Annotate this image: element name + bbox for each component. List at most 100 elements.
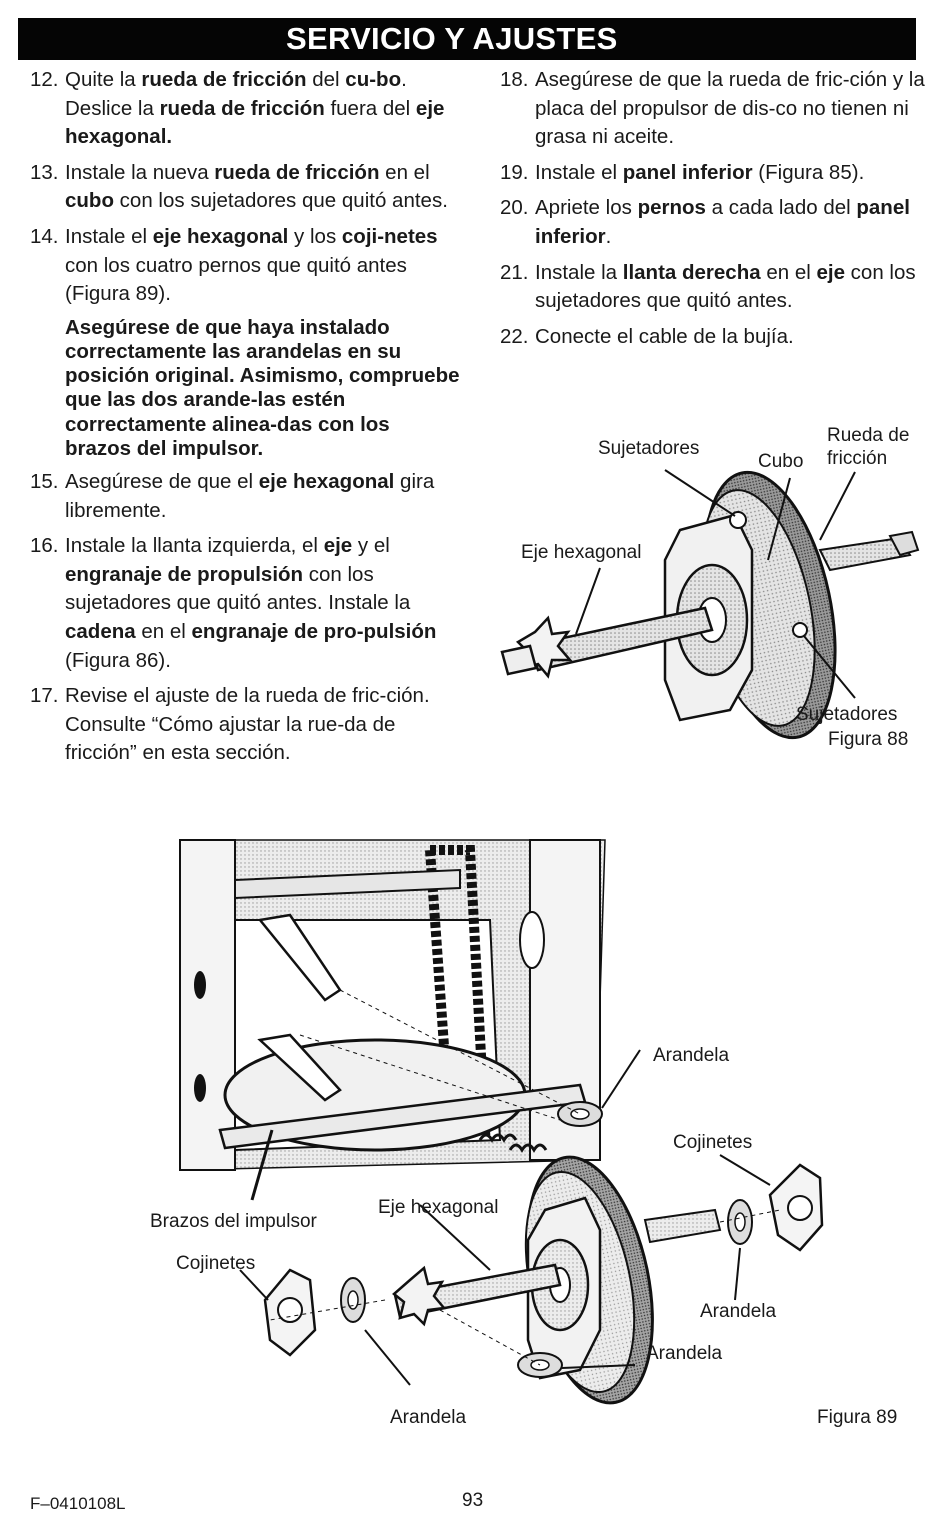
step-text-fragment: Asegúrese de que el — [65, 469, 259, 493]
label-arandela-right: Arandela — [700, 1301, 777, 1322]
label-eje-hexagonal: Eje hexagonal — [521, 542, 642, 563]
label-cojinetes-left: Cojinetes — [176, 1253, 256, 1274]
label-cubo: Cubo — [758, 451, 804, 472]
step-term: cu-bo — [345, 68, 402, 91]
step-item: 18. Asegúrese de que la rueda de fric-ció… — [500, 66, 930, 152]
step-text: Instale la llanta derecha en el eje con … — [535, 259, 930, 316]
step-text-fragment: con los sujetadores que quitó antes. — [113, 189, 448, 213]
step-term: rueda de fricción — [141, 68, 307, 91]
step-text-fragment: (Figura 85). — [752, 160, 865, 184]
step-text: Instale el eje hexagonal y los coji-nete… — [65, 223, 460, 309]
label-sujetadores-bottom: Sujetadores — [796, 704, 898, 725]
step-term: llanta derecha — [622, 260, 761, 284]
step-text-fragment: en el — [379, 160, 430, 184]
figure-88-caption: Figura 88 — [828, 729, 909, 750]
step-text-fragment: Apriete los — [535, 196, 638, 220]
step-number: 20. — [500, 196, 529, 220]
step-text: Apriete los pernos a cada lado del panel… — [535, 194, 930, 251]
step-text: Asegúrese de que el eje hexagonal gira l… — [65, 468, 460, 525]
warning-note: Asegúrese de que haya instalado correcta… — [65, 315, 460, 460]
step-text-fragment: en el — [760, 260, 817, 284]
step-text-fragment: con los sujetadores que quitó antes. Ins… — [65, 562, 411, 615]
step-text: Instale la nueva rueda de fricción en el… — [65, 159, 460, 216]
label-sujetadores-top: Sujetadores — [598, 438, 700, 459]
step-number: 14. — [30, 224, 59, 248]
step-term: coji-netes — [341, 224, 438, 248]
step-term: eje — [323, 534, 353, 558]
step-term: eje hexagonal. — [65, 96, 445, 149]
label-brazos-impulsor: Brazos del impulsor — [150, 1211, 317, 1232]
step-text-fragment: Instale la — [535, 260, 623, 284]
step-text-fragment: Conecte el cable de la bujía. — [535, 324, 794, 348]
left-steps-list: 12. Quite la rueda de fricción del cu-bo.… — [30, 66, 460, 309]
step-text-fragment: y el — [352, 534, 390, 558]
right-column: 18. Asegúrese de que la rueda de fric-ció… — [500, 66, 930, 358]
step-term: cadena — [65, 619, 136, 643]
step-number: 12. — [30, 68, 59, 91]
step-text-fragment: Asegúrese de que la rueda de fric-ción y… — [535, 68, 925, 149]
step-item: 22.Conecte el cable de la bujía. — [500, 323, 930, 352]
label-arandela-top: Arandela — [653, 1045, 730, 1066]
step-term: engranaje de pro-pulsión — [191, 619, 437, 643]
figure-88-illustration — [500, 469, 920, 740]
step-number: 21. — [500, 260, 529, 284]
label-rueda-2: fricción — [827, 448, 888, 469]
step-number: 18. — [500, 68, 529, 91]
label-arandela-mid: Arandela — [646, 1343, 723, 1364]
left-column: 12. Quite la rueda de fricción del cu-bo.… — [30, 66, 460, 775]
label-arandela-bottom: Arandela — [390, 1407, 467, 1428]
step-term: engranaje de propulsión — [65, 562, 304, 586]
step-text-fragment: Instale la nueva — [65, 160, 215, 184]
step-item: 15.Asegúrese de que el eje hexagonal gir… — [30, 468, 460, 525]
figure-89: Arandela Cojinetes Brazos del impulsor E… — [140, 830, 920, 1430]
figure-88: Sujetadores Cubo Rueda de fricción Eje h… — [490, 420, 930, 760]
step-text-fragment: a cada lado del — [705, 196, 857, 220]
label-rueda-1: Rueda de — [827, 425, 910, 446]
step-text-fragment: . Deslice la — [65, 68, 407, 120]
step-item: 19.Instale el panel inferior (Figura 85)… — [500, 159, 930, 188]
step-text-fragment: con los sujetadores que quitó antes. — [535, 260, 916, 313]
section-header: SERVICIO Y AJUSTES — [18, 18, 916, 60]
step-item: 20.Apriete los pernos a cada lado del pa… — [500, 194, 930, 251]
step-item: 17.Revise el ajuste de la rueda de fric-… — [30, 682, 460, 768]
step-item: 16.Instale la llanta izquierda, el eje y… — [30, 532, 460, 675]
step-term: eje hexagonal — [258, 469, 395, 493]
step-text-fragment: en el — [135, 619, 192, 643]
step-text-fragment: Instale el — [535, 160, 623, 184]
step-term: panel inferior — [622, 160, 753, 184]
step-term: rueda de fricción — [214, 160, 380, 184]
step-text-fragment: Instale el — [65, 224, 153, 248]
step-number: 15. — [30, 469, 59, 493]
right-steps-list: 18. Asegúrese de que la rueda de fric-ció… — [500, 66, 930, 351]
step-term: rueda de fricción — [159, 96, 325, 120]
step-text-fragment: del — [306, 68, 346, 91]
step-number: 16. — [30, 534, 59, 558]
step-text-fragment: Quite la — [65, 68, 142, 91]
step-text-fragment: con los cuatro pernos que quitó antes (F… — [65, 253, 407, 306]
step-term: panel inferior — [535, 196, 910, 248]
step-number: 19. — [500, 160, 529, 184]
step-text: Quite la rueda de fricción del cu-bo. De… — [65, 66, 460, 152]
label-cojinetes-right: Cojinetes — [673, 1132, 753, 1153]
step-text: Asegúrese de que la rueda de fric-ción y… — [535, 66, 930, 152]
step-number: 13. — [30, 160, 59, 184]
step-text-fragment: . — [605, 224, 612, 248]
step-text: Instale la llanta izquierda, el eje y el… — [65, 532, 460, 675]
step-term: eje — [816, 260, 845, 284]
step-item: 12. Quite la rueda de fricción del cu-bo.… — [30, 66, 460, 152]
document-code: F–0410108L — [30, 1494, 126, 1513]
step-item: 14.Instale el eje hexagonal y los coji-n… — [30, 223, 460, 309]
step-text-fragment: y los — [288, 224, 342, 248]
step-number: 17. — [30, 684, 59, 708]
step-term: pernos — [637, 196, 706, 220]
page-number: 93 — [462, 1490, 484, 1511]
left-steps-list-continued: 15.Asegúrese de que el eje hexagonal gir… — [30, 468, 460, 768]
step-text-fragment: Revise el ajuste de la rueda de fric-ció… — [65, 684, 430, 765]
figure-89-illustration — [179, 839, 824, 1405]
step-term: eje hexagonal — [152, 224, 289, 248]
figure-89-caption: Figura 89 — [817, 1407, 898, 1428]
label-eje-hexagonal: Eje hexagonal — [378, 1197, 499, 1218]
section-title: SERVICIO Y AJUSTES — [286, 21, 618, 56]
step-text: Instale el panel inferior (Figura 85). — [535, 159, 930, 188]
step-term: cubo — [65, 189, 114, 213]
